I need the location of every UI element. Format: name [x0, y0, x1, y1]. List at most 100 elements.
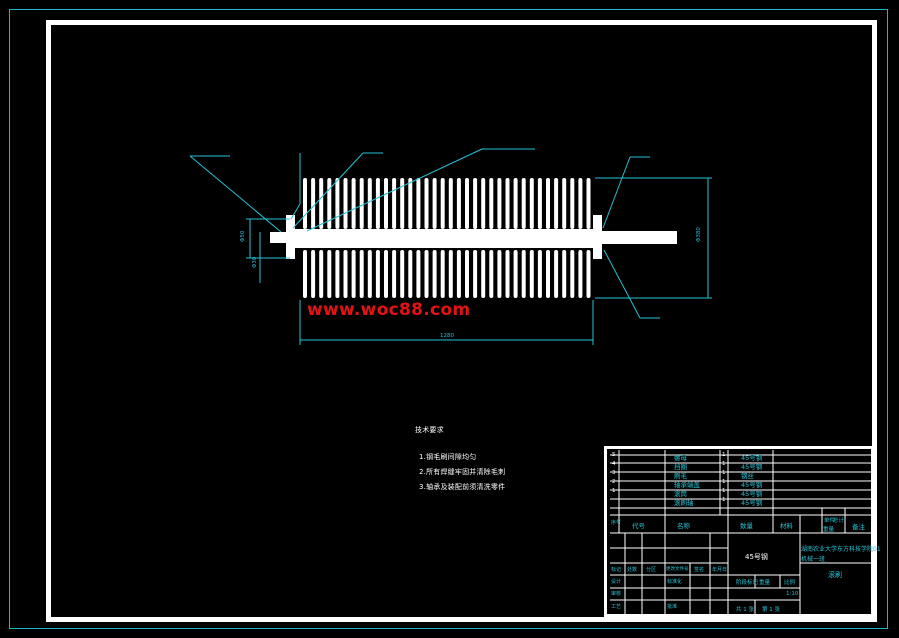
bristle-lower — [319, 250, 324, 298]
bristle-upper — [392, 178, 397, 229]
bristle-upper — [400, 178, 405, 229]
bristle-lower — [343, 250, 348, 298]
drawing-sheet-border — [46, 20, 877, 622]
bristle-lower — [416, 250, 421, 298]
dim-dia-right: Φ380 — [696, 227, 702, 242]
bristle-lower — [400, 250, 405, 298]
bristle-upper — [570, 178, 575, 229]
rev-col: 处数 — [627, 567, 638, 573]
part-no: 2 — [612, 479, 616, 485]
tech-requirement-item: 3.轴承及装配前须清洗零件 — [419, 483, 506, 491]
bristle-upper — [456, 178, 461, 229]
parts-header-remark: 备注 — [852, 523, 865, 531]
part-material: 45号钢 — [741, 454, 763, 462]
title-block-lines — [604, 446, 874, 617]
rev-col: 标记 — [611, 567, 622, 573]
bristle-upper — [497, 178, 502, 229]
bristle-upper — [529, 178, 534, 229]
parts-header-weight: 重量 — [823, 527, 835, 533]
part-material: 钢丝 — [741, 472, 754, 480]
bristle-lower — [375, 250, 380, 298]
bristle-upper — [375, 178, 380, 229]
rev-col: 签名 — [694, 567, 705, 573]
part-name: 轴承端盖 — [674, 481, 700, 489]
title-block-material: 45号钢 — [745, 553, 768, 561]
bristle-lower — [367, 250, 372, 298]
bristle-lower — [562, 250, 567, 298]
watermark-text: www.woc88.com — [307, 300, 471, 320]
tech-requirement-item: 2.所有焊缝牢固并清除毛刺 — [419, 468, 506, 476]
part-material: 45号钢 — [741, 490, 763, 498]
title-block-scale-label: 比例 — [784, 580, 796, 586]
part-no: 1 — [612, 488, 616, 494]
bristle-upper — [554, 178, 559, 229]
parts-header-code: 代号 — [632, 522, 645, 530]
bristle-upper — [562, 178, 567, 229]
parts-header-material: 材料 — [780, 522, 793, 530]
part-qty: 1 — [722, 479, 726, 485]
bristle-lower — [440, 250, 445, 298]
bristle-lower — [529, 250, 534, 298]
bristle-lower — [432, 250, 437, 298]
parts-header-no: 序号 — [611, 520, 622, 526]
part-material: 45号钢 — [741, 463, 763, 471]
tech-requirement-item: 1.钢毛刷间隙均匀 — [419, 453, 477, 461]
outer-frame — [9, 9, 888, 629]
bristle-upper — [481, 178, 486, 229]
part-no: 3 — [612, 470, 616, 476]
bristle-lower — [392, 250, 397, 298]
bristle-lower — [489, 250, 494, 298]
row-label: 审核 — [611, 591, 622, 597]
part-qty: 1 — [722, 497, 726, 503]
bristle-upper — [424, 178, 429, 229]
rev-col: 更改文件号 — [666, 567, 689, 572]
bristle-lower — [424, 250, 429, 298]
title-block-class: 机械一班 — [801, 556, 826, 563]
row-label: 设计 — [611, 579, 622, 585]
bristle-upper — [586, 178, 591, 229]
title-block-sheet-no: 第 1 张 — [762, 607, 780, 613]
part-material: 45号钢 — [741, 499, 763, 507]
bristle-lower — [303, 250, 307, 298]
dim-dia-left-a: Φ50 — [240, 230, 246, 242]
parts-header-qty: 数量 — [740, 522, 753, 530]
bristle-upper — [303, 178, 307, 229]
bristle-upper — [513, 178, 518, 229]
part-name: 滚刷轴 — [674, 499, 694, 507]
bristle-lower — [335, 250, 340, 298]
rev-col: 分区 — [646, 567, 657, 573]
bristle-upper — [384, 178, 388, 229]
dim-overall-length: 1280 — [440, 333, 454, 339]
bristle-lower — [311, 250, 316, 298]
bristle-upper — [416, 178, 421, 229]
bristle-upper — [440, 178, 445, 229]
bristle-upper — [408, 178, 413, 229]
rev-col: 年月日 — [712, 567, 728, 573]
bristle-lower — [351, 250, 356, 298]
brush-bristles — [303, 178, 591, 298]
dim-dia-left-b: Φ30 — [252, 256, 258, 268]
part-name: 挡圈 — [674, 463, 687, 471]
part-no: 4 — [612, 461, 616, 467]
bristle-lower — [384, 250, 388, 298]
bristle-upper — [473, 178, 478, 229]
bristle-lower — [537, 250, 542, 298]
bristle-upper — [578, 178, 583, 229]
title-block-stage-label: 阶段标记 — [736, 580, 759, 586]
bristle-lower — [448, 250, 453, 298]
parts-header-name: 名称 — [677, 522, 690, 530]
title-block-school: 湖南农业大学东方科技学院01 — [801, 546, 881, 553]
bristle-lower — [505, 250, 510, 298]
row-label: 批准 — [667, 604, 678, 610]
part-qty: 1 — [722, 470, 726, 476]
bristle-lower — [465, 250, 469, 298]
bristle-upper — [448, 178, 453, 229]
bristle-lower — [497, 250, 502, 298]
row-label: 工艺 — [611, 604, 622, 610]
bristle-lower — [327, 250, 332, 298]
bristle-upper — [465, 178, 469, 229]
bristle-upper — [489, 178, 494, 229]
parts-header-total: 总计 — [833, 518, 845, 524]
part-qty: 1 — [722, 488, 726, 494]
part-no: 5 — [612, 452, 616, 458]
